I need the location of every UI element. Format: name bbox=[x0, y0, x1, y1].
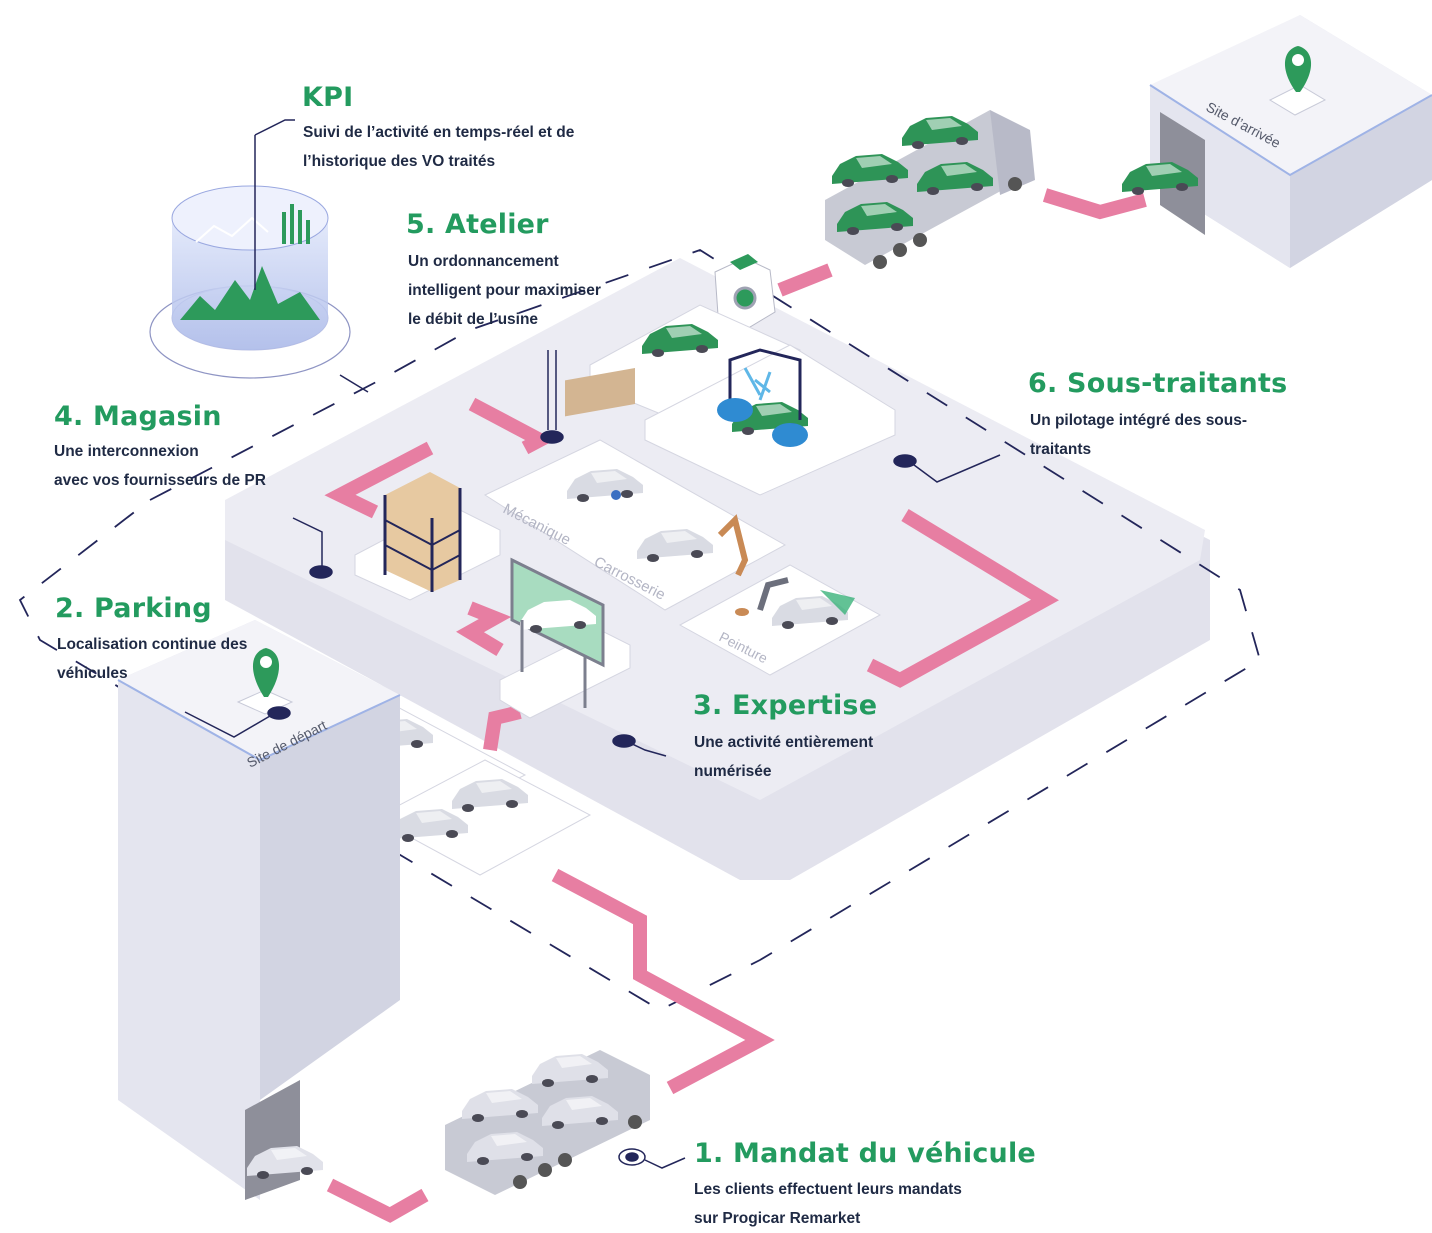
peinture-area: Peinture bbox=[678, 564, 882, 676]
car-wash-icon bbox=[589, 304, 896, 496]
truck-icon bbox=[445, 1050, 650, 1195]
mandat-title: 1. Mandat du véhicule bbox=[694, 1138, 1036, 1169]
expertise-description: Une activité entièrement numérisée bbox=[694, 734, 874, 780]
magasin-title: 4. Magasin bbox=[54, 401, 222, 432]
arrival-building: Site d’arrivée bbox=[1149, 15, 1432, 268]
markers bbox=[184, 350, 1001, 1169]
dashed-boundary bbox=[18, 249, 1262, 1012]
dashboard-cylinder-icon bbox=[149, 119, 369, 393]
truck-icon bbox=[825, 110, 1198, 269]
sous-traitants-title: 6. Sous-traitants bbox=[1028, 368, 1288, 399]
map-pin-icon bbox=[252, 648, 280, 697]
map-pin-icon bbox=[1284, 46, 1312, 92]
shelf-icon bbox=[354, 472, 501, 601]
camera-icon bbox=[714, 254, 776, 331]
mandat-description: Les clients effectuent leurs mandats sur… bbox=[694, 1181, 962, 1227]
departure-building: Site de départ bbox=[117, 620, 401, 1200]
kpi-description: Suivi de l’activité en temps-réel et de … bbox=[303, 124, 575, 170]
atelier-description: Un ordonnancement intelligent pour maxim… bbox=[408, 253, 601, 328]
magasin-description: Une interconnexion avec vos fournisseurs… bbox=[54, 443, 266, 489]
atelier-title: 5. Atelier bbox=[406, 209, 549, 240]
sous-traitants-description: Un pilotage intégré des sous- traitants bbox=[1030, 412, 1248, 458]
expertise-title: 3. Expertise bbox=[693, 690, 878, 721]
pink-flow-path bbox=[324, 188, 1147, 1223]
parking-title: 2. Parking bbox=[55, 593, 212, 624]
kpi-title: KPI bbox=[302, 82, 354, 113]
parking-description: Localisation continue des véhicules bbox=[57, 636, 248, 682]
expertise-board bbox=[499, 557, 631, 719]
